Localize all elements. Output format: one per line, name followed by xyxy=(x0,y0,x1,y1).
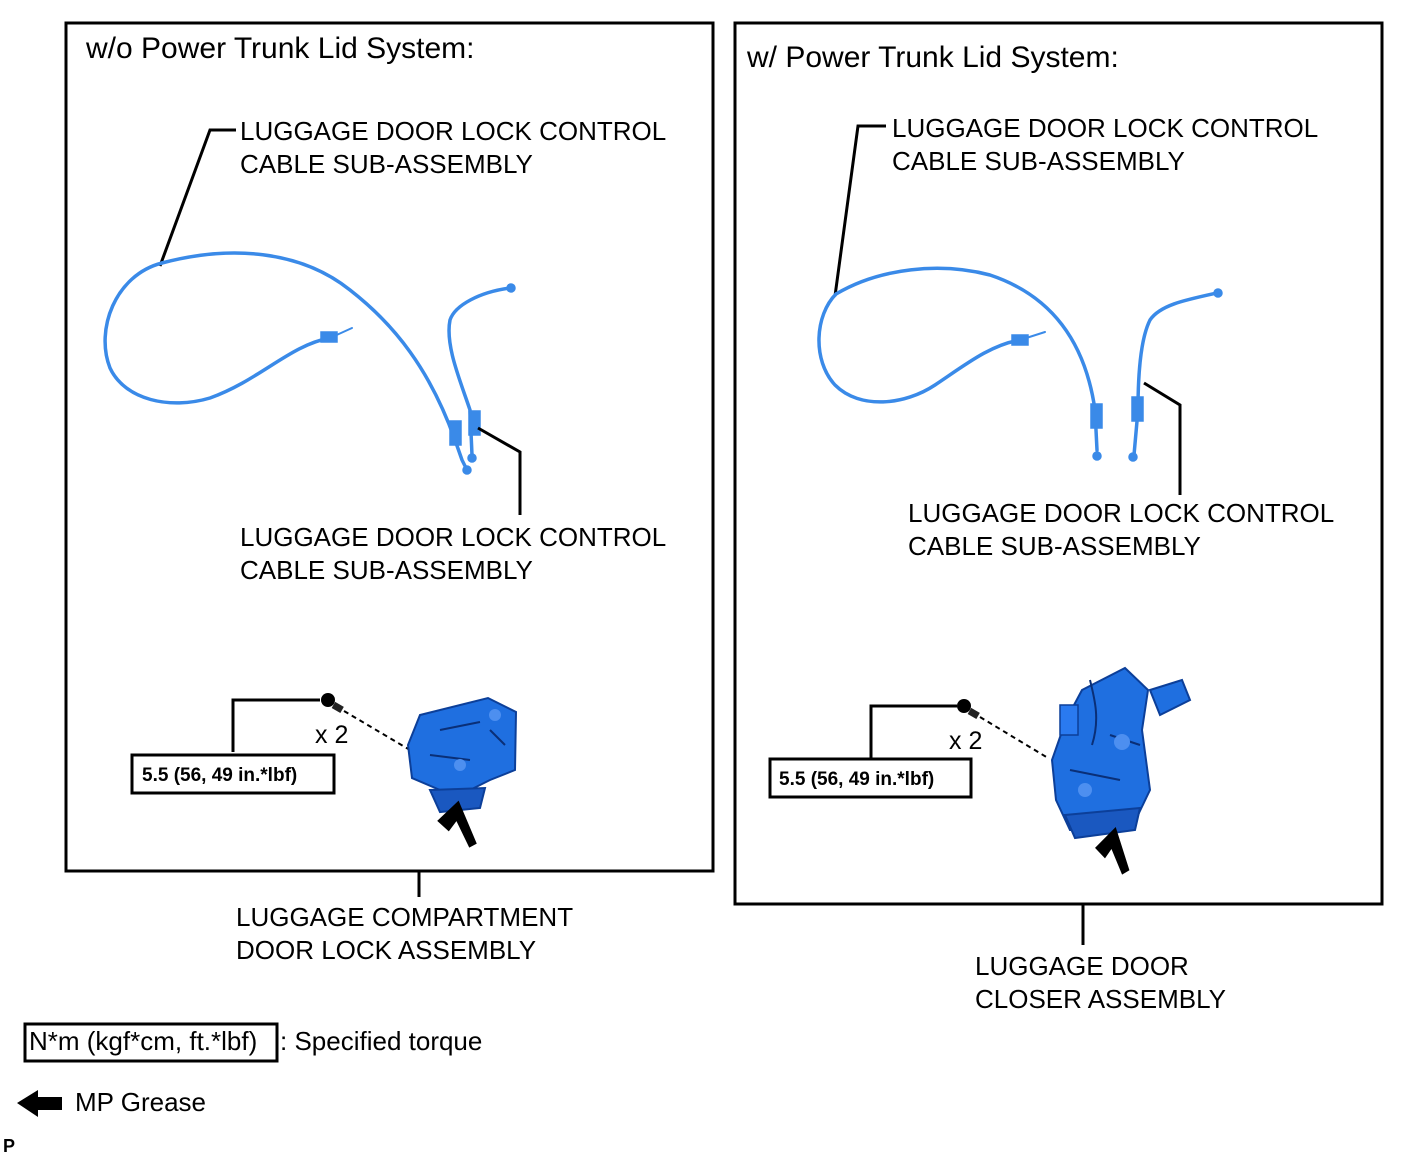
right-cable-label-bottom-line2: CABLE SUB-ASSEMBLY xyxy=(908,531,1201,561)
left-panel-title: w/o Power Trunk Lid System: xyxy=(85,32,474,65)
left-part-label-line1: LUGGAGE COMPARTMENT xyxy=(236,902,573,932)
left-cable-label-bottom-line2: CABLE SUB-ASSEMBLY xyxy=(240,555,533,585)
left-cable-short xyxy=(447,286,512,457)
left-leader-bottom xyxy=(477,426,522,515)
right-torque-box xyxy=(768,757,973,799)
corner-mark: P xyxy=(3,1136,15,1156)
legend-grease-label: MP Grease xyxy=(75,1087,206,1117)
left-cable-long-loop xyxy=(103,261,332,405)
right-cable-long-loop xyxy=(817,292,1022,404)
right-panel: w/ Power Trunk Lid System: LUGGAGE DOOR … xyxy=(733,21,1384,1014)
left-cable-end-1 xyxy=(462,465,472,475)
right-torque-leader xyxy=(869,704,957,758)
legend-torque-desc: : Specified torque xyxy=(280,1026,482,1056)
right-cable-long-run xyxy=(834,266,1099,452)
left-leader-top xyxy=(158,128,236,267)
left-cable-sleeve-2 xyxy=(449,420,462,446)
right-torque-value: 5.5 (56, 49 in.*lbf) xyxy=(779,769,934,790)
right-part-label-line2: CLOSER ASSEMBLY xyxy=(975,984,1226,1014)
left-panel-frame xyxy=(64,21,715,873)
left-grease-arrow-icon xyxy=(437,800,477,848)
right-part-label-line1: LUGGAGE DOOR xyxy=(975,951,1189,981)
right-cable-sleeve xyxy=(1090,403,1103,429)
right-leader-top xyxy=(833,124,886,297)
legend: N*m (kgf*cm, ft.*lbf) : Specified torque… xyxy=(3,1022,482,1156)
right-bolt-icon xyxy=(957,699,1049,759)
right-cable-label-bottom-line1: LUGGAGE DOOR LOCK CONTROL xyxy=(908,498,1334,528)
legend-torque-unit: N*m (kgf*cm, ft.*lbf) xyxy=(29,1026,257,1056)
left-torque-leader xyxy=(231,698,320,752)
right-cable-ferrule xyxy=(1011,334,1029,346)
legend-torque-box xyxy=(23,1022,279,1063)
right-quantity: x 2 xyxy=(949,727,982,755)
left-door-lock-assembly xyxy=(406,696,518,814)
right-cable-short xyxy=(1132,291,1219,457)
right-cable-assembly xyxy=(817,266,1223,462)
left-cable-ferrule xyxy=(320,331,338,343)
right-leader-bottom xyxy=(1143,381,1182,495)
right-panel-frame xyxy=(733,21,1384,906)
right-panel-title: w/ Power Trunk Lid System: xyxy=(746,41,1119,74)
left-cable-long-run xyxy=(160,251,457,442)
left-part-label-line2: DOOR LOCK ASSEMBLY xyxy=(236,935,536,965)
right-cable-label-top-line1: LUGGAGE DOOR LOCK CONTROL xyxy=(892,113,1318,143)
right-cable-end-2 xyxy=(1128,452,1138,462)
left-cable-end-2 xyxy=(467,453,477,463)
legend-grease-arrow-icon xyxy=(17,1090,62,1117)
right-grease-arrow-icon xyxy=(1095,826,1130,875)
left-panel: w/o Power Trunk Lid System: LUGGAGE DOOR… xyxy=(64,21,715,965)
left-torque-box xyxy=(130,753,336,795)
left-cable-end-3 xyxy=(506,283,516,293)
left-cable-label-bottom-line1: LUGGAGE DOOR LOCK CONTROL xyxy=(240,522,666,552)
left-quantity: x 2 xyxy=(315,721,348,749)
right-cable-sleeve-2 xyxy=(1131,396,1144,422)
right-cable-label-top-line2: CABLE SUB-ASSEMBLY xyxy=(892,146,1185,176)
left-cable-label-top-line2: CABLE SUB-ASSEMBLY xyxy=(240,149,533,179)
left-bolt-icon xyxy=(321,693,411,751)
left-torque-value: 5.5 (56, 49 in.*lbf) xyxy=(142,765,297,786)
left-cable-sleeve xyxy=(468,410,481,436)
right-door-closer-assembly xyxy=(1050,666,1192,840)
left-cable-label-top-line1: LUGGAGE DOOR LOCK CONTROL xyxy=(240,116,666,146)
left-cable-assembly xyxy=(103,251,516,475)
right-cable-end-1 xyxy=(1092,451,1102,461)
right-cable-end-3 xyxy=(1213,288,1223,298)
